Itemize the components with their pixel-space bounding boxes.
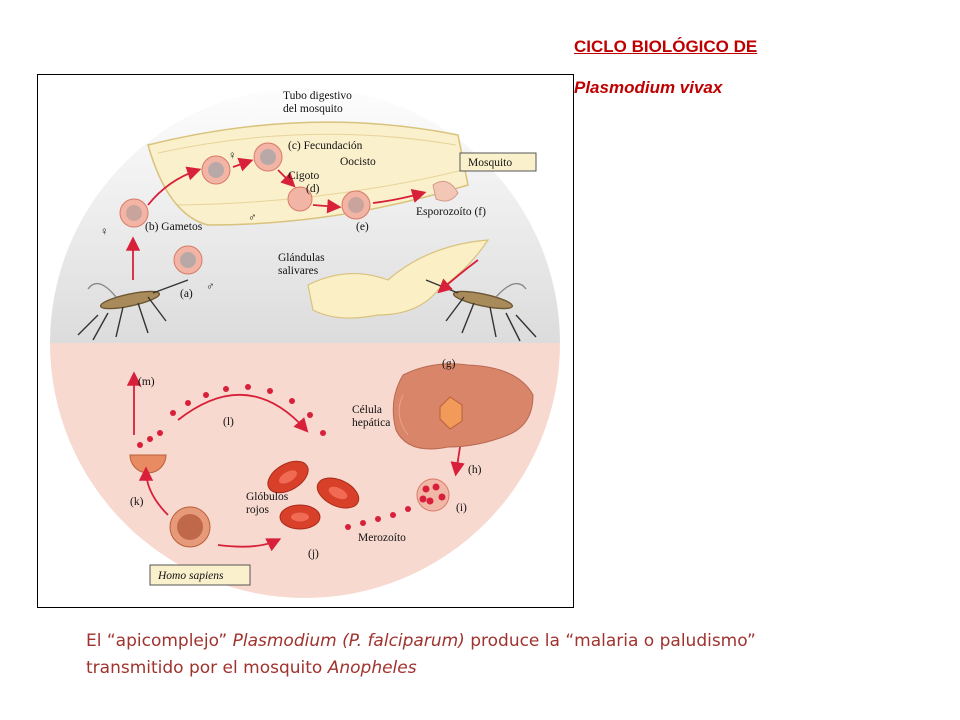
red-blood-cells xyxy=(267,460,360,530)
title-line-1: CICLO BIOLÓGICO DE xyxy=(574,37,758,56)
title-line-2: Plasmodium vivax xyxy=(574,78,723,97)
label-l: (l) xyxy=(223,416,234,428)
label-j: (j) xyxy=(308,548,319,560)
liver xyxy=(392,363,534,450)
merozoite-dots xyxy=(137,384,411,530)
label-c-fecundacion: (c) Fecundación xyxy=(288,140,363,152)
label-g: (g) xyxy=(442,358,456,370)
label-homo-sapiens: Homo sapiens xyxy=(157,570,224,582)
label-h: (h) xyxy=(468,464,482,476)
caption-part-4: transmitido por el mosquito xyxy=(86,658,328,678)
cycle-arrows xyxy=(125,157,479,552)
female-symbol-gametos: ♀ xyxy=(100,226,109,238)
caption-part-1: El “apicomplejo” xyxy=(86,631,233,651)
label-mosquito: Mosquito xyxy=(468,157,512,169)
slide-title: CICLO BIOLÓGICO DE Plasmodium vivax xyxy=(574,36,757,99)
caption: El “apicomplejo” Plasmodium (P. falcipar… xyxy=(86,628,906,682)
label-a: (a) xyxy=(180,288,193,300)
label-celula-2: hepática xyxy=(352,417,390,429)
sporozoite-cyst xyxy=(432,180,459,202)
label-celula-1: Célula xyxy=(352,404,382,416)
mosquito-gut xyxy=(147,121,469,226)
label-globulos-1: Glóbulos xyxy=(246,491,289,503)
label-tubo-1: Tubo digestivo xyxy=(283,90,352,102)
label-cigoto: Cigoto xyxy=(288,170,320,182)
male-symbol-gametos: ♂ xyxy=(206,281,215,293)
label-e: (e) xyxy=(356,221,369,233)
label-globulos-2: rojos xyxy=(246,504,270,516)
life-cycle-figure: Tubo digestivo del mosquito (c) Fecundac… xyxy=(37,74,574,608)
gamete-cells xyxy=(119,142,371,275)
liver-cell xyxy=(439,396,463,430)
label-esporozoito: Esporozoíto (f) xyxy=(416,206,486,218)
mosquito-label-box xyxy=(459,152,537,172)
life-cycle-diagram: Tubo digestivo del mosquito (c) Fecundac… xyxy=(50,88,560,598)
label-m: (m) xyxy=(138,376,155,388)
male-symbol-gut: ♂ xyxy=(248,212,257,224)
mosquito-right xyxy=(425,279,537,342)
label-tubo-2: del mosquito xyxy=(283,103,343,115)
label-k: (k) xyxy=(130,496,144,508)
homo-sapiens-label-box xyxy=(149,564,251,586)
label-merozoito: Merozoíto xyxy=(358,532,406,544)
infected-red-cell xyxy=(169,506,211,548)
mosquito-left xyxy=(77,279,189,341)
label-oocisto: Oocisto xyxy=(340,156,376,168)
caption-genus: Plasmodium (P. falciparum) xyxy=(232,631,465,651)
salivary-gland xyxy=(307,239,490,319)
liver-schizont xyxy=(416,478,450,512)
label-glandulas-2: salivares xyxy=(278,265,319,277)
label-b-gametos: (b) Gametos xyxy=(145,221,203,233)
female-symbol-gut: ♀ xyxy=(228,150,237,162)
label-glandulas-1: Glándulas xyxy=(278,252,325,264)
caption-part-3: produce la “malaria o paludismo” xyxy=(464,631,756,651)
label-d: (d) xyxy=(306,183,320,195)
caption-vector: Anopheles xyxy=(327,658,417,678)
label-i: (i) xyxy=(456,502,467,514)
